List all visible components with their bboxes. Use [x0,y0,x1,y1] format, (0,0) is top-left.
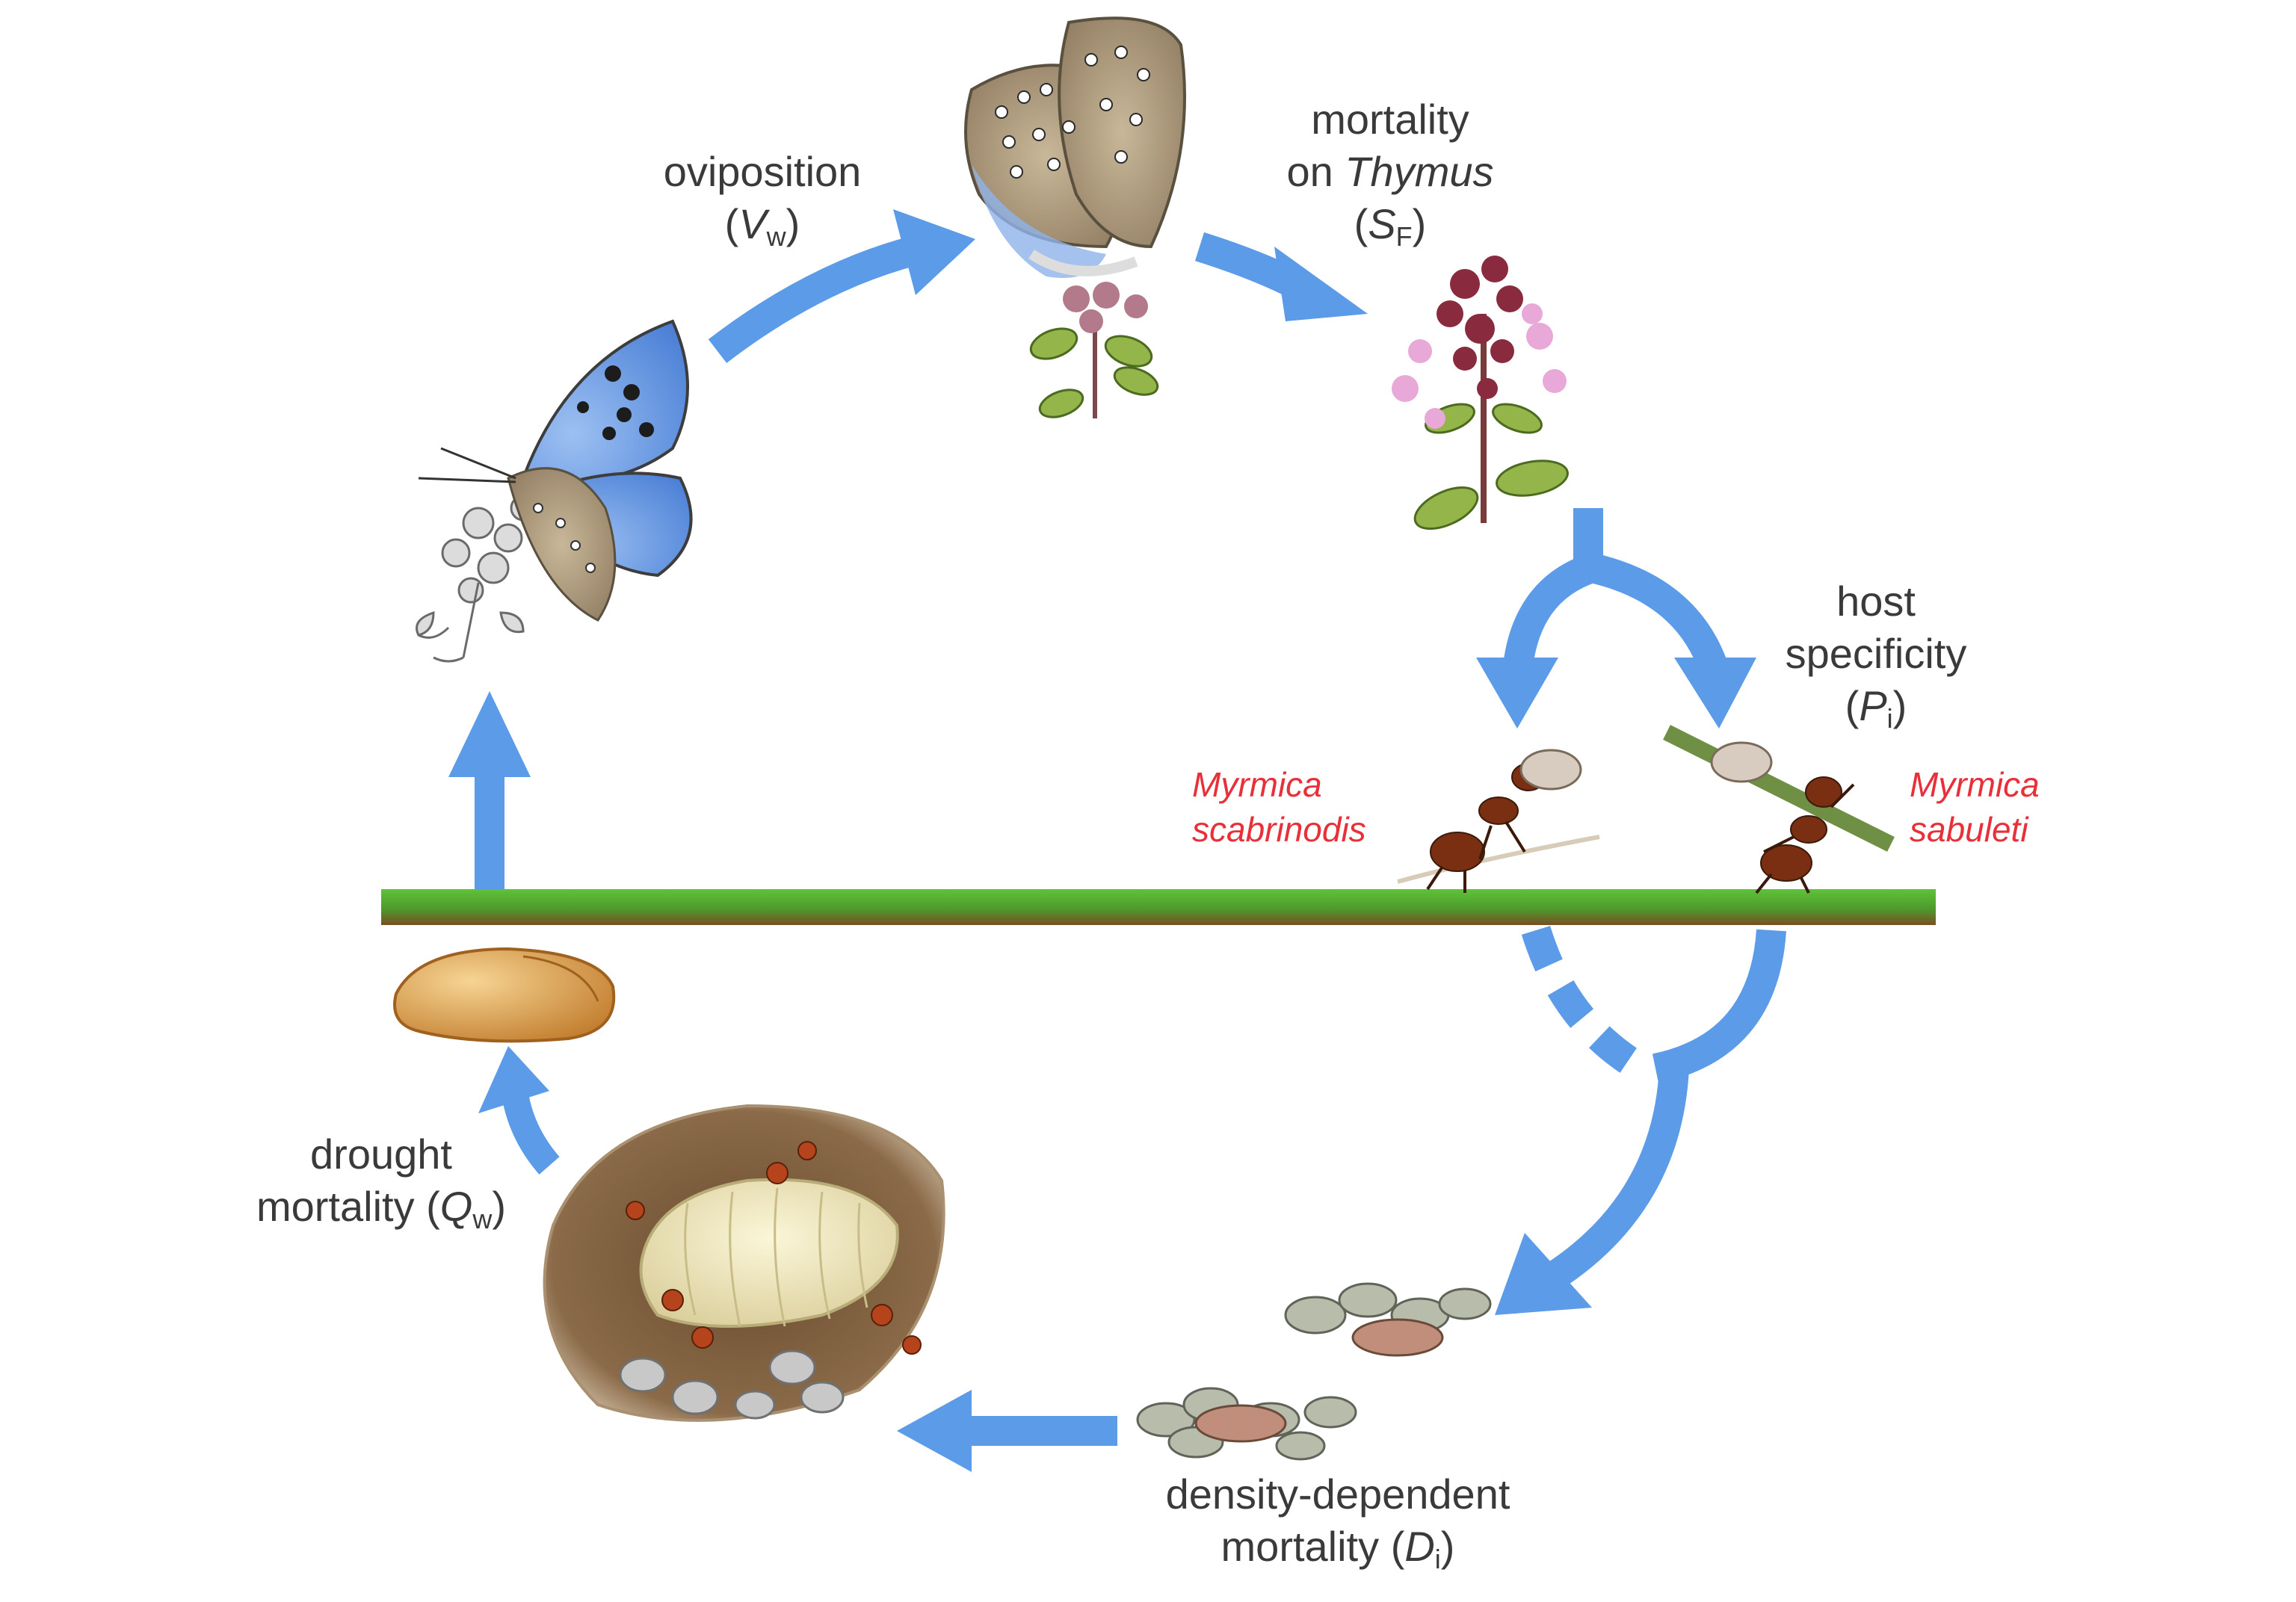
ground-line [381,889,1936,925]
label-drought-mortality: drought mortality (Qw) [224,1128,538,1246]
species-scabrinodis-epithet: scabrinodis [1192,810,1366,849]
arrow-merge-solid [1652,929,1786,1083]
label-mortality-thymus: mortality on Thymus (SF) [1271,93,1510,263]
label-host-specificity: host specificity (Pi) [1756,575,1996,745]
arrowhead-drought [478,1046,549,1113]
arrowhead-bottom [897,1390,972,1472]
species-scabrinodis-genus: Myrmica [1192,765,1322,804]
pupa-icon [393,947,616,1043]
label-host-line2: specificity [1785,630,1967,677]
arrowhead-down [1495,1233,1592,1315]
arrowhead-split-left [1476,658,1558,729]
label-mortality-line2: on Thymus [1286,148,1494,195]
arrowhead-thymus [1274,247,1368,321]
species-scabrinodis: Myrmica scabrinodis [1192,762,1366,852]
arrowheads [448,209,1756,1472]
arrow-drought [502,1095,560,1175]
butterfly-on-thyme-icon [964,16,1186,418]
label-drought-line2: mortality (Qw) [256,1183,507,1234]
arrowhead-split-right [1674,658,1756,729]
arrow-split-right [1588,553,1730,678]
label-host-line1: host [1836,578,1916,625]
label-oviposition: oviposition (Vw) [643,146,882,263]
larvae-group-icon [1136,1282,1492,1461]
arrows [475,232,1786,1446]
butterfly-feeding-icon [416,319,693,663]
ant-scabrinodis-icon [1397,749,1600,893]
species-sabuleti-epithet: sabuleti [1910,810,2028,849]
arrowhead-up [448,691,531,777]
label-mortality-line1: mortality [1311,96,1469,143]
label-oviposition-text: oviposition [663,148,862,195]
label-oviposition-param: (Vw) [724,200,800,252]
label-density-line1: density-dependent [1165,1470,1510,1518]
thyme-plant-icon [1392,256,1569,531]
label-mortality-param: (SF) [1354,200,1427,252]
ant-sabuleti-icon [1663,725,1895,894]
species-sabuleti-genus: Myrmica [1910,765,2040,804]
label-density-mortality: density-dependent mortality (Di) [1121,1468,1555,1586]
label-drought-line1: drought [310,1131,452,1178]
arrow-oviposition [708,235,920,363]
species-sabuleti: Myrmica sabuleti [1910,762,2040,852]
arrow-split-left [1502,554,1597,675]
arrowhead-oviposition [893,209,975,295]
label-host-param: (Pi) [1845,682,1907,734]
arrow-merge-dashed [1521,926,1638,1074]
ant-nest-larva-icon [543,1104,945,1422]
label-density-line2: mortality (Di) [1220,1523,1455,1574]
arrow-down-curve [1531,1067,1689,1299]
